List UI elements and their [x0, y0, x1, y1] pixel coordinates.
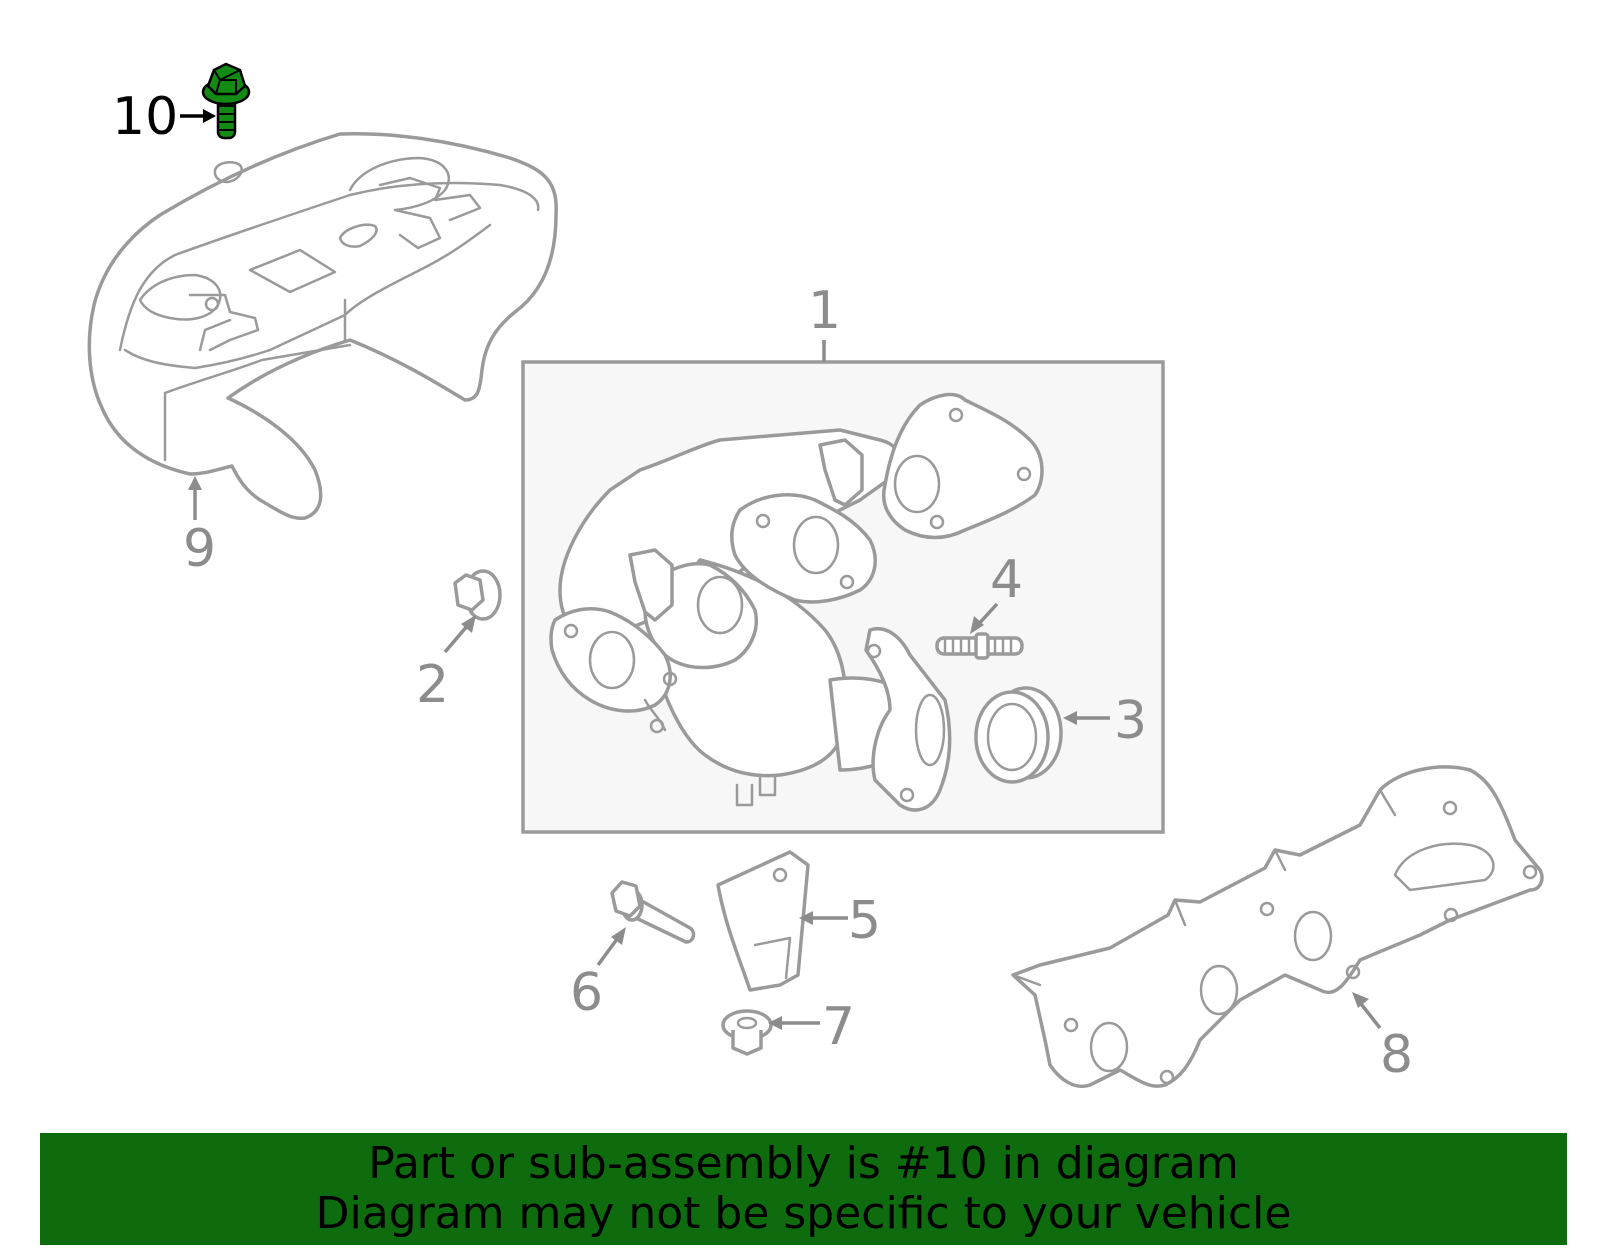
callout-6: 6 [570, 963, 603, 1023]
flange-bolt-icon[interactable] [610, 880, 696, 944]
callout-1: 1 [808, 281, 841, 341]
flange-nut-icon[interactable] [453, 569, 502, 621]
callout-3: 3 [1114, 691, 1147, 751]
exhaust-manifold-catalytic-converter-icon[interactable] [549, 392, 1044, 812]
banner-line-2: Diagram may not be specific to your vehi… [315, 1188, 1292, 1239]
gasket-ring-icon[interactable] [974, 686, 1063, 784]
callout-7: 7 [822, 997, 855, 1057]
callout-2: 2 [416, 655, 449, 715]
banner-line-1: Part or sub-assembly is #10 in diagram [368, 1138, 1239, 1189]
manifold-gasket-icon[interactable] [1011, 765, 1544, 1088]
callout-9: 9 [183, 519, 216, 579]
callout-10: 10 [112, 87, 178, 147]
stud-icon[interactable] [935, 632, 1024, 660]
bolt-icon[interactable] [201, 62, 251, 140]
bracket-icon[interactable] [716, 850, 810, 992]
callout-leader-2 [443, 623, 470, 654]
flange-nut-icon[interactable] [721, 1009, 773, 1056]
callout-5: 5 [848, 891, 881, 951]
callout-8: 8 [1380, 1025, 1413, 1085]
heat-shield-icon[interactable] [87, 131, 558, 520]
info-banner: Part or sub-assembly is #10 in diagram D… [40, 1133, 1567, 1245]
callout-4: 4 [990, 550, 1023, 610]
